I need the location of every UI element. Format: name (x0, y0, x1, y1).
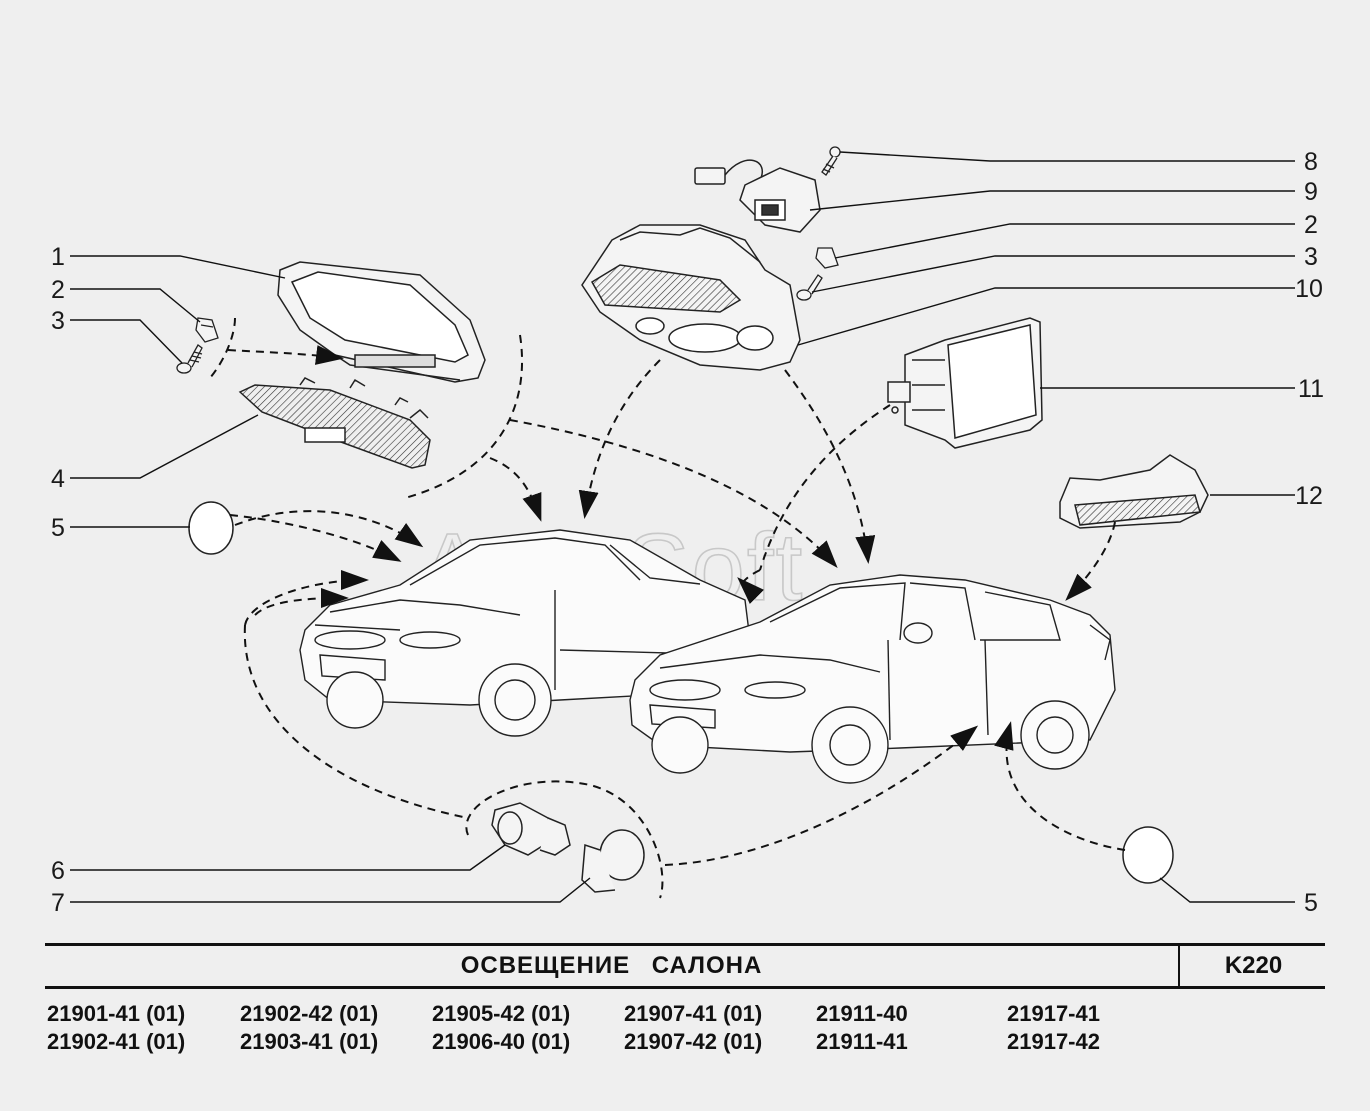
parts-diagram: AutoSoft (51, 146, 1324, 917)
part-4-lamp-lens (238, 377, 431, 469)
model-column-2: 21902-42 (01) 21903-41 (01) (240, 1000, 430, 1056)
part-6-lamp-socket (491, 802, 571, 856)
model-list: 21901-41 (01) 21902-41 (01) 21902-42 (01… (47, 1000, 1327, 1062)
callout-4: 4 (51, 465, 65, 493)
leader-lines (70, 151, 1295, 903)
callout-3-left: 3 (51, 307, 65, 335)
part-5-cap-left (188, 501, 234, 555)
model-code: 21917-42 (1007, 1029, 1100, 1054)
dashed-arrows (209, 317, 1126, 899)
model-code: 21901-41 (01) (47, 1001, 186, 1026)
part-1-lamp-housing (277, 261, 486, 383)
callout-9: 9 (1304, 178, 1318, 206)
car-hatchback (629, 574, 1116, 784)
part-5-cap-right (1122, 826, 1174, 884)
model-column-5: 21911-40 21911-41 (816, 1000, 1006, 1056)
part-7-plug (581, 829, 645, 893)
callout-1: 1 (51, 243, 65, 271)
callout-3-right: 3 (1304, 243, 1318, 271)
car-liftback (299, 529, 751, 737)
part-10-overhead-console (581, 224, 801, 371)
model-column-3: 21905-42 (01) 21906-40 (01) (432, 1000, 622, 1056)
callout-2-right: 2 (1304, 211, 1318, 239)
callout-5-left: 5 (51, 514, 65, 542)
model-code: 21907-41 (01) (624, 1001, 763, 1026)
model-column-1: 21901-41 (01) 21902-41 (01) (47, 1000, 237, 1056)
part-2-clip-left (195, 317, 219, 343)
part-8-screw (821, 146, 841, 176)
callout-10: 10 (1295, 275, 1323, 303)
model-code: 21903-41 (01) (240, 1029, 379, 1054)
model-code: 21902-41 (01) (47, 1029, 186, 1054)
callout-12: 12 (1295, 482, 1323, 510)
model-code: 21907-42 (01) (624, 1029, 763, 1054)
model-code: 21906-40 (01) (432, 1029, 571, 1054)
part-12-luggage-lamp (1059, 454, 1209, 529)
callout-8: 8 (1304, 148, 1318, 176)
model-column-4: 21907-41 (01) 21907-42 (01) (624, 1000, 814, 1056)
model-code: 21911-40 (816, 1001, 908, 1026)
part-2-clip-right (815, 247, 839, 269)
callout-6: 6 (51, 857, 65, 885)
model-code: 21917-41 (1007, 1001, 1100, 1026)
model-code: 21902-42 (01) (240, 1001, 379, 1026)
part-11-lamp (887, 317, 1043, 449)
callout-11: 11 (1298, 375, 1324, 403)
model-code: 21911-41 (816, 1029, 908, 1054)
model-code: 21905-42 (01) (432, 1001, 571, 1026)
part-9-switch (694, 159, 821, 233)
section-title: ОСВЕЩЕНИЕ САЛОНА (460, 952, 763, 979)
title-bar: ОСВЕЩЕНИЕ САЛОНА K220 (45, 943, 1325, 989)
part-3-screw-left (176, 344, 203, 374)
section-code: K220 (1178, 946, 1327, 986)
part-3-screw-right (796, 274, 823, 301)
model-column-6: 21917-41 21917-42 (1007, 1000, 1197, 1056)
callout-2-left: 2 (51, 276, 65, 304)
callout-5-right: 5 (1304, 889, 1318, 917)
callout-7: 7 (51, 889, 65, 917)
